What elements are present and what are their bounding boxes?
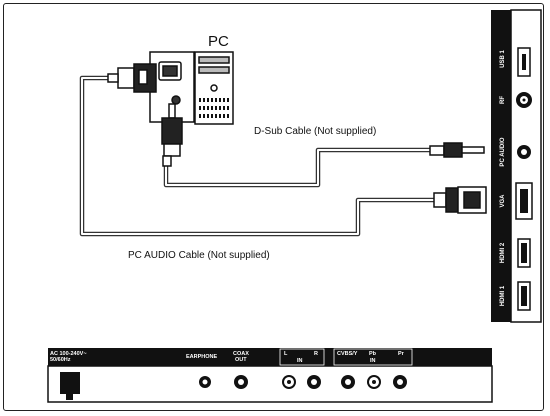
audio-cable-label: PC AUDIO Cable (Not supplied) xyxy=(128,250,270,261)
dsub-cable-label: D-Sub Cable (Not supplied) xyxy=(254,126,377,137)
pb-label: Pb xyxy=(369,351,377,357)
audio-l-label: L xyxy=(284,351,288,357)
pc-tower-icon xyxy=(194,51,234,125)
dsub-cable xyxy=(163,147,432,188)
audio-r-label: R xyxy=(314,351,318,357)
port-label-usb: USB 1 xyxy=(500,50,506,68)
ac-freq-label: 50/60Hz xyxy=(50,357,71,363)
diagram-frame xyxy=(3,3,544,411)
port-label-hdmi2: HDMI 2 xyxy=(500,242,506,264)
cvbs-label: CVBS/Y xyxy=(337,351,358,357)
tv-side-panel xyxy=(491,9,542,323)
audio-in-label: IN xyxy=(297,358,303,364)
vga-plug-tv xyxy=(433,186,487,214)
port-label-vga: VGA xyxy=(500,194,506,208)
coax-out-label: OUT xyxy=(235,357,247,363)
earphone-label: EARPHONE xyxy=(186,354,218,360)
port-label-pc-audio: PC AUDIO xyxy=(500,137,506,167)
pr-label: Pr xyxy=(398,351,404,357)
video-in-label: IN xyxy=(370,358,376,364)
pc-back-plate xyxy=(149,51,195,123)
coax-label: COAX xyxy=(233,351,249,357)
audio-plug-pc xyxy=(161,103,183,167)
port-label-rf: RF xyxy=(500,96,506,104)
port-label-hdmi1: HDMI 1 xyxy=(500,285,506,307)
ac-label: AC 100-240V~ xyxy=(50,351,87,357)
audio-plug-tv xyxy=(429,142,485,158)
pc-label: PC xyxy=(208,33,229,50)
vga-plug-pc xyxy=(107,63,157,93)
audio-cable-inner xyxy=(81,77,434,235)
tv-bottom-panel xyxy=(47,348,493,403)
audio-cable xyxy=(79,75,434,237)
